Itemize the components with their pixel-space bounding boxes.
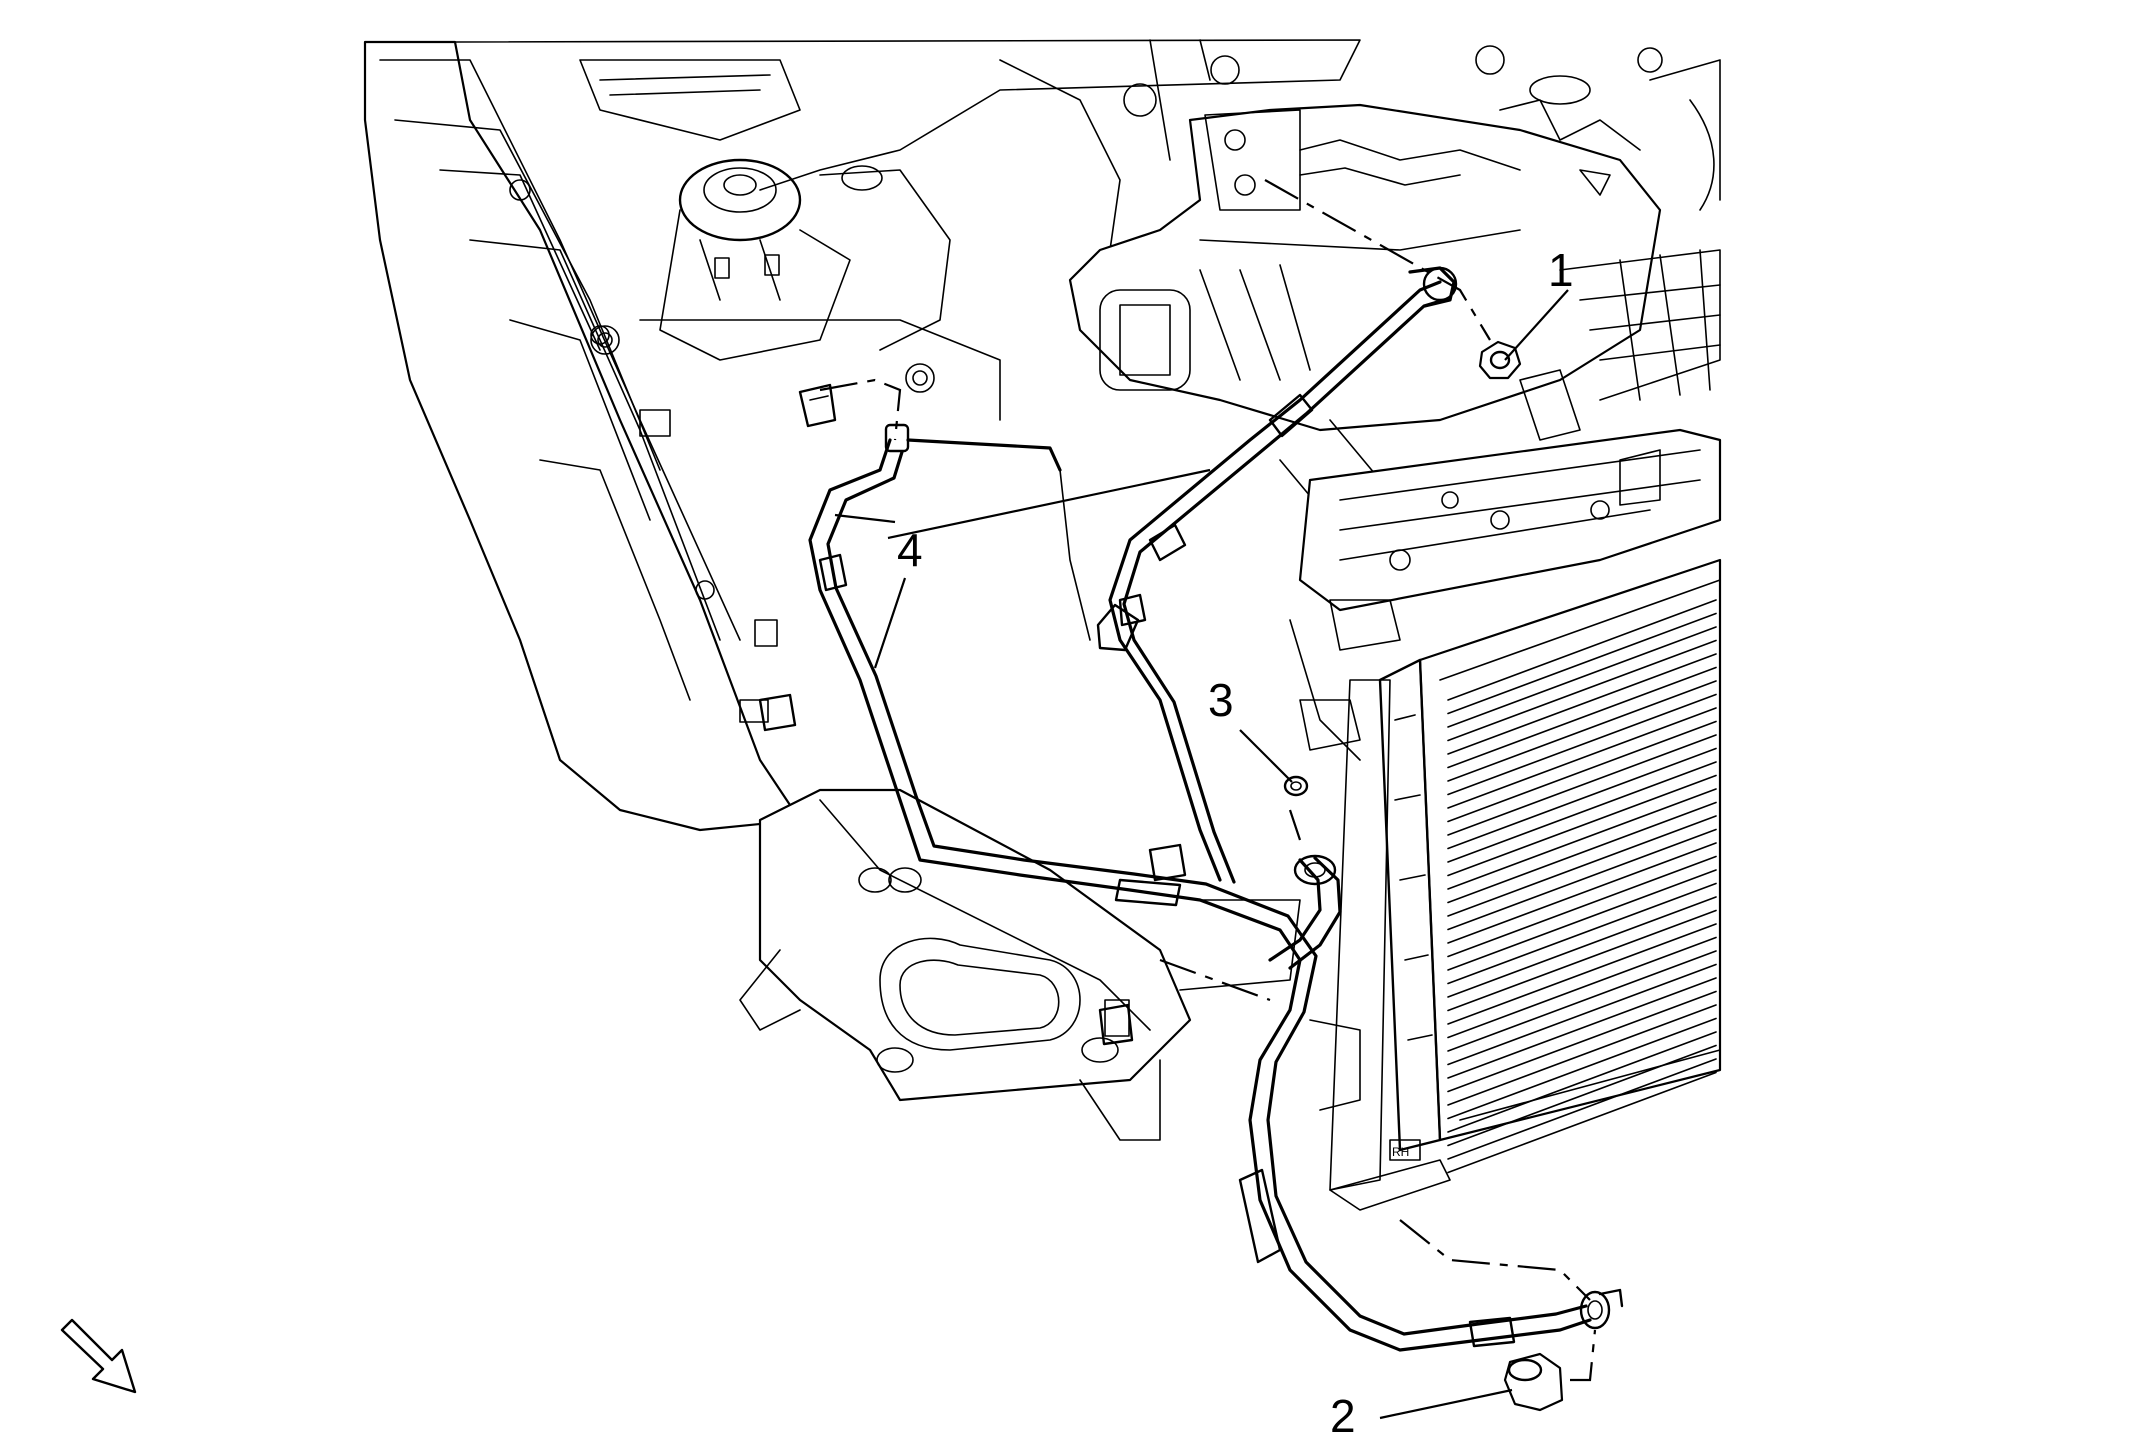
condenser-fin xyxy=(1447,977,1717,1079)
callout-3: 3 xyxy=(1208,674,1234,726)
condenser-fin xyxy=(1447,990,1717,1093)
condenser-fin xyxy=(1447,720,1717,823)
condenser-core: RH xyxy=(1309,558,1722,1211)
engine-front-detail xyxy=(1279,249,1722,761)
front-fender-panel xyxy=(363,40,802,832)
condenser-fin xyxy=(1447,666,1717,769)
condenser-fin xyxy=(1447,1004,1717,1106)
callout-1: 1 xyxy=(1548,244,1574,296)
leader-2 xyxy=(1379,1388,1513,1420)
condenser-fin xyxy=(1447,774,1717,877)
condenser-fin xyxy=(1447,1017,1717,1120)
condenser-fin xyxy=(1447,761,1717,863)
condenser-fin xyxy=(1447,896,1717,998)
leader-1 xyxy=(1504,289,1569,361)
condenser-line-fitting xyxy=(1579,1288,1624,1330)
lower-radiator-support xyxy=(739,788,1301,1141)
condenser-fin xyxy=(1447,680,1717,782)
leader-3 xyxy=(1239,729,1293,783)
condenser-fin xyxy=(1447,828,1717,931)
condenser-fin xyxy=(1447,801,1717,904)
condenser-fin xyxy=(1447,693,1717,796)
condenser-fin xyxy=(1447,1044,1717,1147)
condenser-fin xyxy=(1447,612,1717,715)
cowl-and-shock-tower xyxy=(454,39,1361,421)
condenser-fin xyxy=(1447,869,1717,971)
condenser-fin xyxy=(1447,936,1717,1039)
engine-cover xyxy=(1068,45,1721,432)
leader-4c xyxy=(873,577,907,669)
condenser-fin xyxy=(1447,747,1717,850)
condenser-fin xyxy=(1447,599,1717,701)
leader-lines xyxy=(834,289,1569,1420)
install-paths xyxy=(819,179,1597,1382)
condenser-fin xyxy=(1447,1058,1717,1160)
condenser-fin xyxy=(1447,1031,1717,1133)
callout-2: 2 xyxy=(1330,1390,1356,1442)
condenser-fin xyxy=(1447,855,1717,958)
condenser-fin xyxy=(1447,882,1717,985)
condenser-fin xyxy=(1447,950,1717,1052)
condenser-fin xyxy=(1447,626,1717,728)
part-1-nut xyxy=(1478,340,1522,380)
line-clips xyxy=(758,383,1187,1046)
part-2-cap xyxy=(1503,1352,1564,1412)
part-3-seal xyxy=(1283,775,1309,797)
condenser-fin xyxy=(1447,842,1717,944)
condenser-fin xyxy=(1447,1071,1717,1174)
rh-mark: RH xyxy=(1392,1145,1409,1159)
condenser-fin xyxy=(1447,788,1717,890)
condenser-fin xyxy=(1447,909,1717,1012)
callout-4: 4 xyxy=(897,524,923,576)
condenser-fin xyxy=(1447,923,1717,1025)
leader-4a xyxy=(887,468,1211,540)
condenser-fin xyxy=(1447,639,1717,742)
leader-4b xyxy=(834,513,896,524)
view-direction-arrow-icon xyxy=(60,1318,137,1394)
condenser-fin xyxy=(1447,815,1717,917)
condenser-fin xyxy=(1447,707,1717,809)
condenser-fin xyxy=(1447,734,1717,836)
condenser-fin xyxy=(1447,963,1717,1066)
condenser-fin xyxy=(1447,653,1717,755)
